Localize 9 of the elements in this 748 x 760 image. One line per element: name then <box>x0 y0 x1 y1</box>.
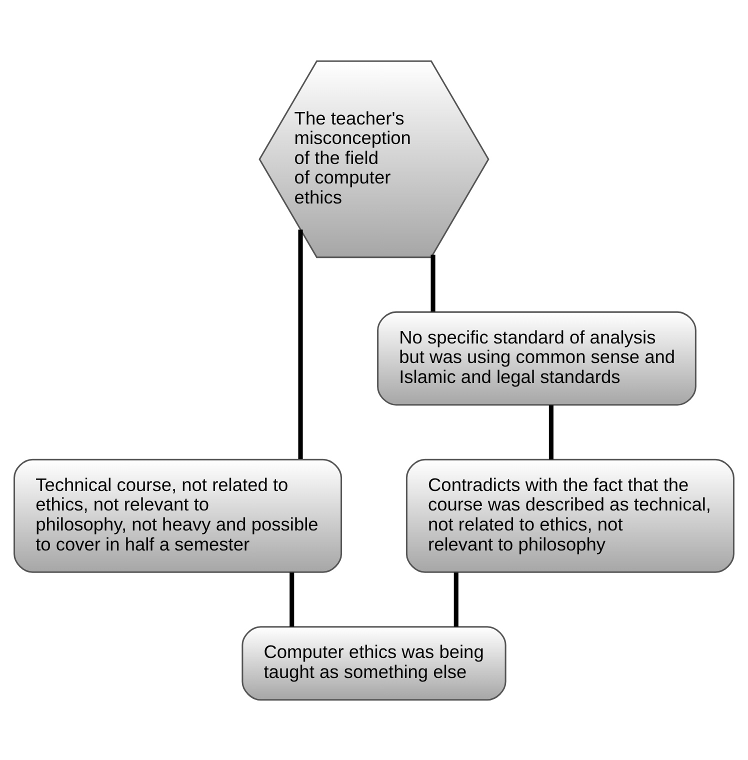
connector <box>298 229 303 459</box>
connector <box>548 404 554 460</box>
node-box: Technical course, not related to ethics, not relevant to philosophy, not heavy and possible to cover in half a semester <box>14 458 342 572</box>
connector <box>454 572 458 626</box>
node-box: Computer ethics was being taught as something else <box>242 626 506 700</box>
connector <box>290 572 294 626</box>
node-box: No specific standard of analysis but was using common sense and Islamic and legal standards <box>377 310 696 406</box>
node-box: Contradicts with the fact that the course was described as technical, not related to ethics, not relevant to philosophy <box>406 458 734 572</box>
connector <box>430 254 436 312</box>
